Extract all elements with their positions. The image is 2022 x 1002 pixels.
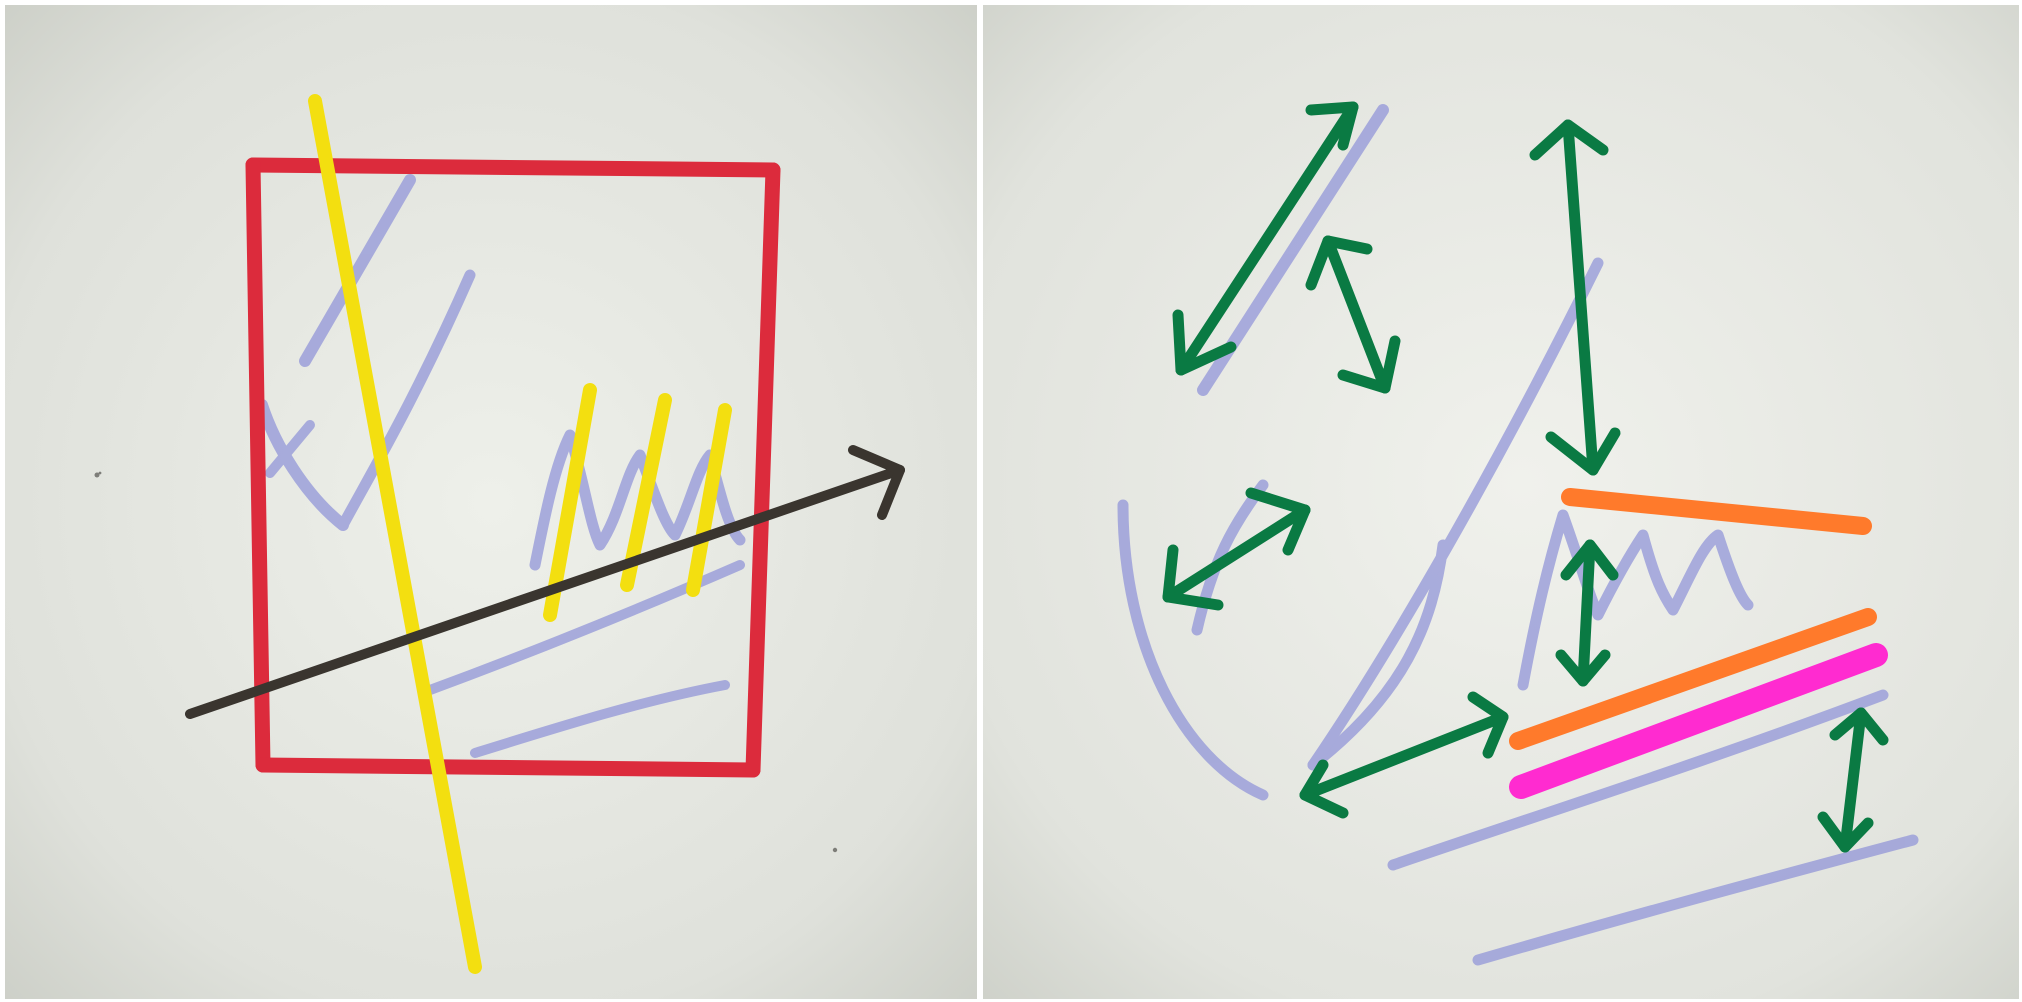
- left-paper: [5, 5, 977, 999]
- left-photo-drawing: [5, 5, 977, 999]
- left-annotated-photo: [5, 5, 977, 999]
- right-annotated-photo: [983, 5, 2019, 999]
- right-photo-drawing: [983, 5, 2019, 999]
